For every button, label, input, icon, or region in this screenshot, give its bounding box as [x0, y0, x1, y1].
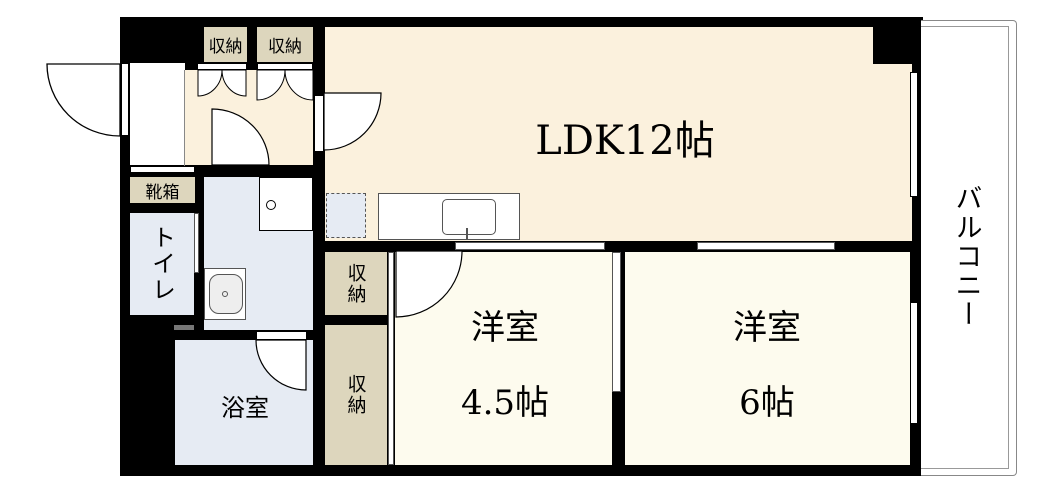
- storage-middle-label: 収納: [344, 262, 367, 305]
- western-room-2-sliding-door[interactable]: [697, 242, 835, 250]
- kitchen-sink: [442, 199, 496, 235]
- washroom-door-swing-icon[interactable]: [211, 108, 272, 169]
- shoe-box-label: 靴箱: [145, 182, 180, 203]
- storage-top-right-label: 収納: [268, 37, 302, 57]
- ldk-window: [910, 72, 918, 197]
- storage-middle: 収納: [325, 252, 387, 315]
- toilet-door-rail: [194, 213, 199, 273]
- western-room-1-door-rail: [455, 242, 605, 250]
- ldk-label: LDK12帖: [535, 118, 715, 164]
- toilet-label: トイレ: [147, 225, 176, 303]
- ldk-corner-column: [873, 27, 913, 64]
- fridge-space: [326, 193, 366, 238]
- washbasin: [204, 268, 246, 320]
- storage-lower-label: 収納: [344, 374, 367, 416]
- front-door-frame: [121, 63, 129, 136]
- ldk-door-frame: [314, 95, 324, 152]
- washing-machine-space: [259, 177, 313, 231]
- western-room-1-size: 4.5帖: [460, 383, 550, 423]
- storage-right-double-door-icon[interactable]: [256, 69, 314, 102]
- bathroom-door-rail: [256, 331, 307, 340]
- storage-sliding-door[interactable]: [388, 252, 394, 465]
- kitchen-faucet: [466, 228, 468, 240]
- storage-top-right: 収納: [257, 27, 313, 62]
- bathroom-label: 浴室: [221, 393, 269, 422]
- western-room-2-window: [910, 302, 918, 424]
- western-room-1-label: 洋室: [471, 308, 539, 348]
- storage-top-left: 収納: [204, 27, 247, 62]
- storage-door-rail-right: [257, 63, 313, 70]
- balcony: バルコニー: [921, 20, 1017, 476]
- room-toilet: トイレ: [130, 213, 194, 315]
- shoe-box-rail: [130, 166, 195, 173]
- western-room-2-size: 6帖: [739, 383, 795, 423]
- western-room-1-door-swing-icon[interactable]: [395, 250, 466, 321]
- ldk-door-swing-icon[interactable]: [323, 92, 384, 153]
- storage-left-double-door-icon[interactable]: [197, 69, 247, 98]
- toilet-vent: [174, 325, 194, 330]
- partition-sliding-door[interactable]: [612, 252, 621, 392]
- bathroom-door-swing-icon[interactable]: [255, 339, 308, 392]
- balcony-label: バルコニー: [950, 183, 982, 329]
- shoe-box: 靴箱: [130, 177, 195, 203]
- storage-top-left-label: 収納: [208, 37, 243, 57]
- front-door-swing-icon[interactable]: [46, 63, 127, 139]
- kitchen-counter: [378, 193, 520, 240]
- entrance-genkan: [130, 63, 185, 165]
- storage-lower: 収納: [325, 325, 387, 465]
- room-western-6: 洋室 6帖: [625, 252, 910, 465]
- entrance-step-line: [184, 70, 185, 167]
- storage-door-rail-left: [197, 63, 247, 70]
- western-room-2-label: 洋室: [733, 308, 801, 348]
- drain-icon: [266, 200, 276, 210]
